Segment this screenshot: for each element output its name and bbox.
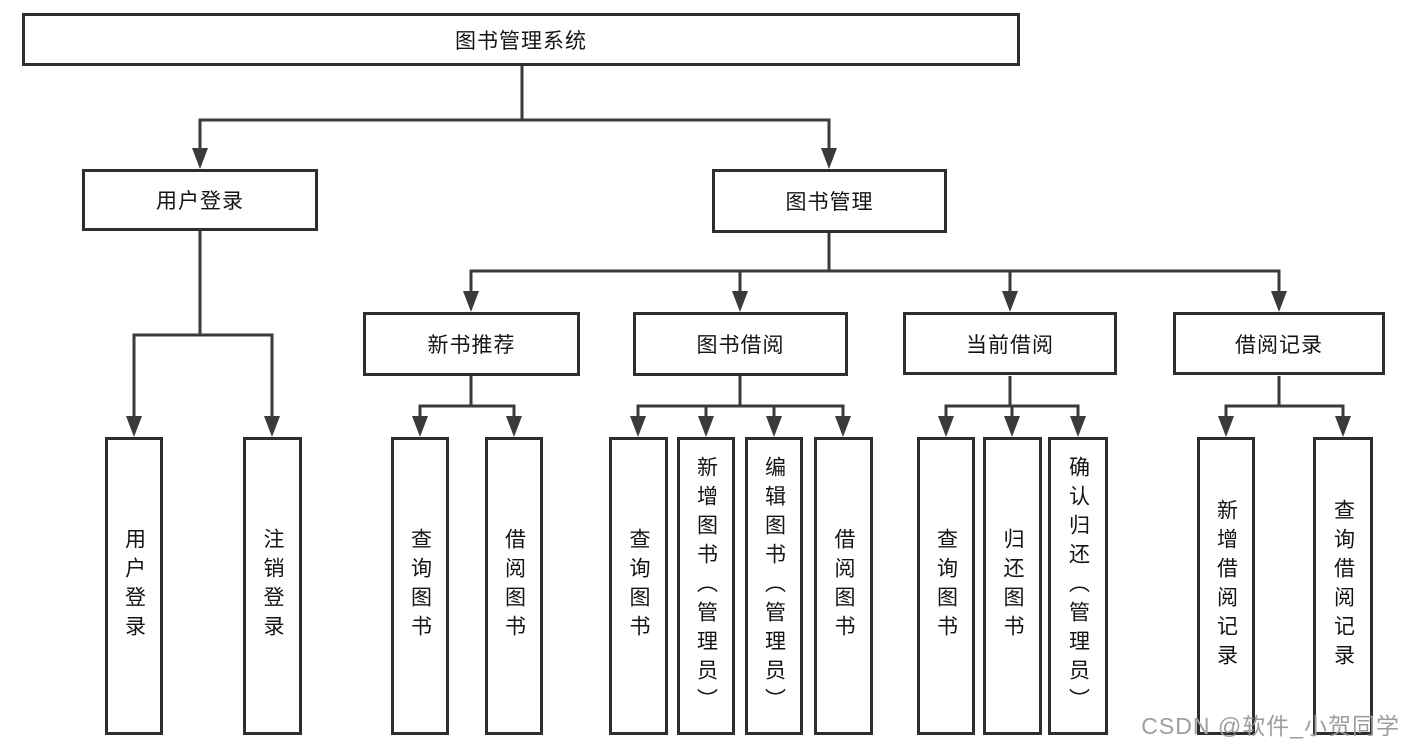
node-book-management: 图书管理: [712, 169, 947, 233]
leaf-query-books-1: 查询图书: [391, 437, 449, 735]
leaf-query-books-1-label: 查询图书: [408, 528, 432, 644]
leaf-user-login: 用户登录: [105, 437, 163, 735]
node-current-borrowing: 当前借阅: [903, 312, 1117, 375]
leaf-borrow-books-2: 借阅图书: [814, 437, 873, 735]
leaf-confirm-return-admin-label: 确认归还（管理员）: [1066, 455, 1090, 717]
leaf-add-borrow-record: 新增借阅记录: [1197, 437, 1255, 735]
leaf-query-borrow-record: 查询借阅记录: [1313, 437, 1373, 735]
leaf-query-books-2-label: 查询图书: [627, 528, 650, 644]
leaf-borrow-books-1: 借阅图书: [485, 437, 543, 735]
leaf-query-books-2: 查询图书: [609, 437, 668, 735]
node-new-book-recommend: 新书推荐: [363, 312, 580, 376]
node-root-system: 图书管理系统: [22, 13, 1020, 66]
leaf-add-book-admin: 新增图书（管理员）: [677, 437, 735, 735]
leaf-query-books-3-label: 查询图书: [934, 528, 958, 644]
leaf-user-login-label: 用户登录: [122, 528, 146, 644]
leaf-query-borrow-record-label: 查询借阅记录: [1331, 499, 1355, 673]
leaf-edit-book-admin-label: 编辑图书（管理员）: [762, 455, 786, 717]
leaf-return-book-label: 归还图书: [1001, 528, 1024, 644]
leaf-edit-book-admin: 编辑图书（管理员）: [745, 437, 803, 735]
node-book-borrowing: 图书借阅: [633, 312, 848, 376]
leaf-add-book-admin-label: 新增图书（管理员）: [694, 455, 718, 717]
leaf-borrow-books-2-label: 借阅图书: [832, 528, 855, 644]
node-borrow-records: 借阅记录: [1173, 312, 1385, 375]
csdn-watermark: CSDN @软件_小贺同学: [1141, 713, 1400, 739]
node-user-login: 用户登录: [82, 169, 318, 231]
leaf-query-books-3: 查询图书: [917, 437, 975, 735]
leaf-borrow-books-1-label: 借阅图书: [502, 528, 526, 644]
leaf-logout-label: 注销登录: [261, 528, 284, 644]
leaf-add-borrow-record-label: 新增借阅记录: [1214, 499, 1238, 673]
leaf-return-book: 归还图书: [983, 437, 1042, 735]
leaf-logout: 注销登录: [243, 437, 302, 735]
leaf-confirm-return-admin: 确认归还（管理员）: [1048, 437, 1108, 735]
